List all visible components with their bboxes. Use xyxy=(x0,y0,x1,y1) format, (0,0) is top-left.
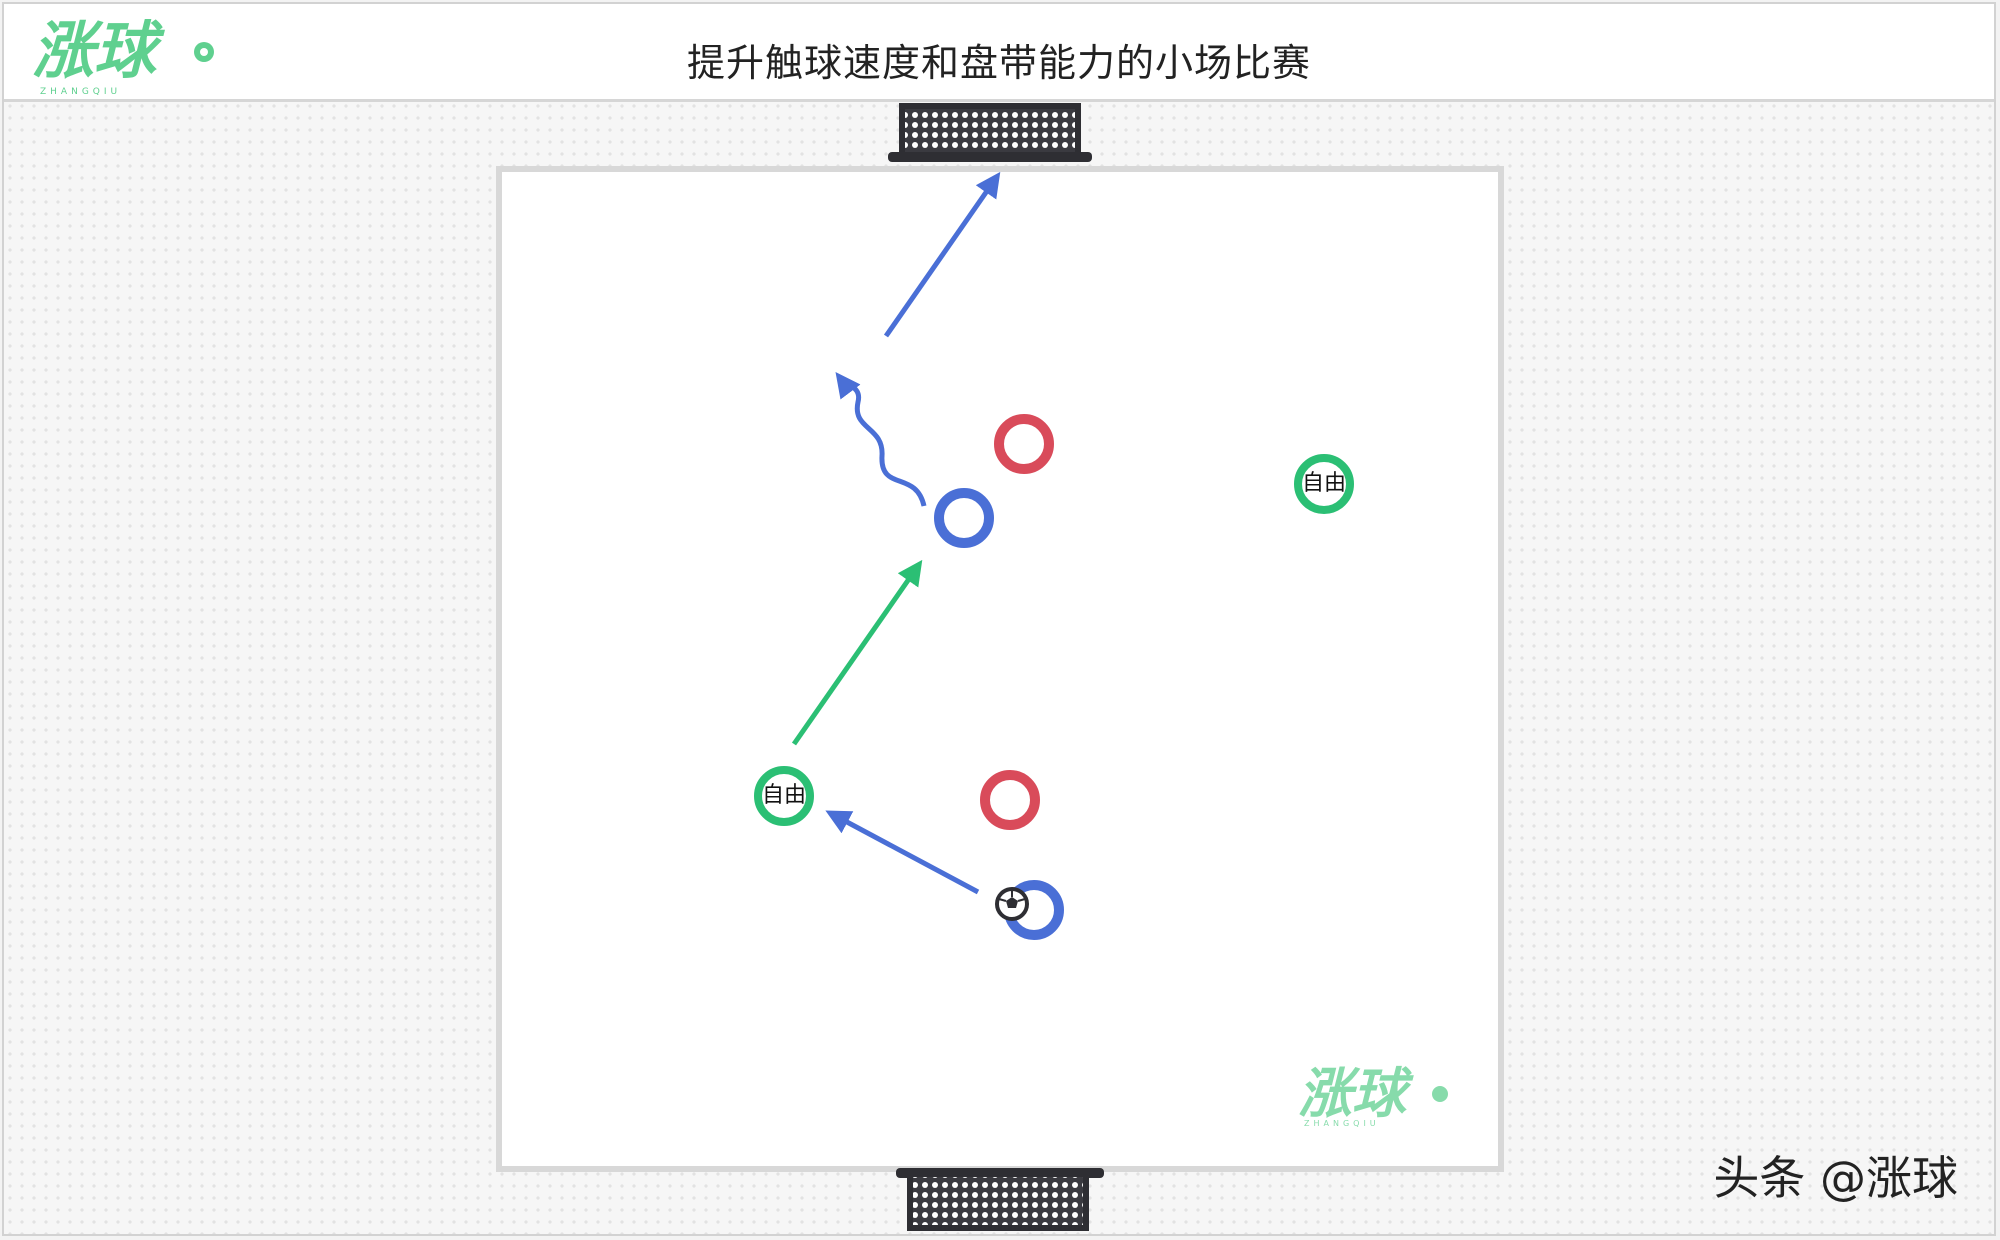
source-watermark: 头条 @涨球 xyxy=(1713,1151,1958,1205)
soccer-ball-icon xyxy=(995,887,1029,921)
blue-attacker xyxy=(934,488,994,548)
pitch xyxy=(496,166,1504,1172)
field-logo-text: 涨球 xyxy=(1298,1062,1414,1125)
dribble-arrow-icon xyxy=(835,372,927,507)
bottom-goal-net-icon xyxy=(896,1168,1104,1231)
header-bar: 涨球 ZHANGQIU 提升触球速度和盘带能力的小场比赛 xyxy=(4,4,1994,102)
top-goal-net-icon xyxy=(888,103,1092,162)
red-defender xyxy=(994,414,1054,474)
pass-arrow-icon xyxy=(791,559,923,746)
page-title: 提升触球速度和盘带能力的小场比赛 xyxy=(686,41,1311,85)
logo-subtext: ZHANGQIU xyxy=(40,87,121,97)
shot-arrow-icon xyxy=(883,171,1001,338)
field-logo-subtext: ZHANGQIU xyxy=(1304,1119,1380,1128)
field-logo-ball-icon xyxy=(1432,1086,1448,1102)
pass-arrow-icon xyxy=(825,810,980,895)
free-player-label: 自由 xyxy=(761,783,806,808)
free-player xyxy=(1294,454,1354,514)
field-logo: 涨球 ZHANGQIU xyxy=(1298,1062,1448,1128)
brand-logo: 涨球 ZHANGQIU xyxy=(32,14,214,97)
logo-text: 涨球 xyxy=(32,14,165,87)
red-defender xyxy=(980,770,1040,830)
free-player-label: 自由 xyxy=(1301,471,1346,496)
free-player xyxy=(754,766,814,826)
